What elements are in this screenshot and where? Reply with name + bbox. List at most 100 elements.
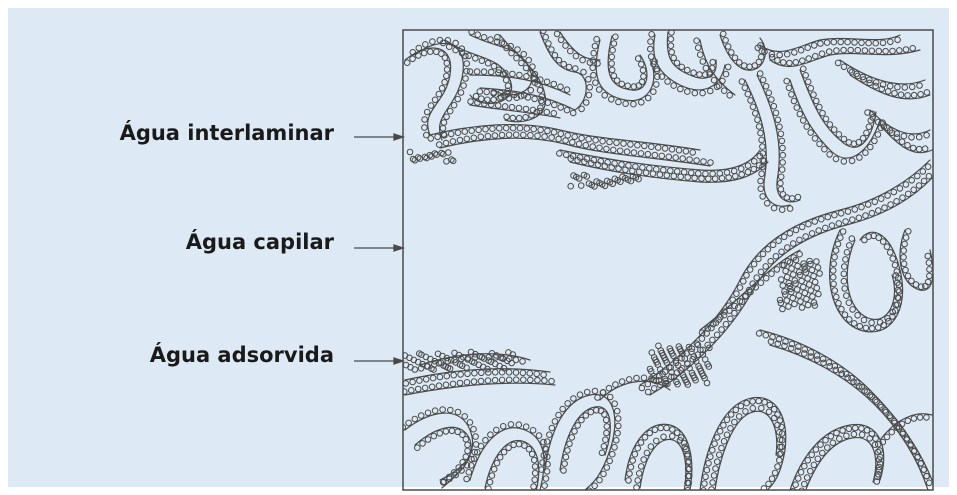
- water-molecule: [479, 58, 485, 64]
- water-molecule: [467, 69, 473, 75]
- water-molecule: [869, 320, 875, 326]
- water-molecule: [808, 354, 814, 360]
- clay-sheet: [770, 345, 928, 490]
- water-molecule: [795, 476, 801, 482]
- water-molecule: [874, 399, 880, 405]
- water-molecule: [636, 169, 642, 175]
- water-molecule: [716, 83, 722, 89]
- water-molecule: [793, 60, 799, 66]
- water-molecule: [457, 380, 463, 386]
- water-molecule: [436, 142, 442, 148]
- water-molecule: [745, 91, 751, 97]
- water-molecule: [802, 290, 808, 296]
- water-molecule: [575, 423, 581, 429]
- water-molecule: [729, 50, 735, 56]
- water-molecule: [558, 105, 564, 111]
- water-molecule: [926, 260, 932, 266]
- water-molecule: [903, 235, 909, 241]
- water-molecule: [642, 143, 648, 149]
- water-molecule: [800, 58, 806, 64]
- water-molecule: [699, 336, 705, 342]
- water-molecule: [450, 139, 456, 145]
- water-molecule: [812, 279, 818, 285]
- water-molecule: [573, 53, 579, 59]
- water-molecule: [597, 145, 603, 151]
- water-molecule: [558, 37, 564, 43]
- water-molecule: [422, 125, 428, 131]
- water-molecule: [577, 392, 583, 398]
- water-molecule: [561, 61, 567, 67]
- water-molecule: [551, 111, 557, 117]
- water-molecule: [651, 386, 657, 392]
- water-molecule: [586, 92, 592, 98]
- water-molecule: [835, 60, 841, 66]
- water-molecule: [586, 136, 592, 142]
- water-molecule: [798, 299, 804, 305]
- water-molecule: [797, 111, 803, 117]
- water-molecule: [834, 430, 840, 436]
- water-molecule: [503, 125, 509, 131]
- water-molecule: [820, 110, 826, 116]
- water-molecule: [632, 451, 638, 457]
- water-molecule: [714, 332, 720, 338]
- water-molecule: [894, 269, 900, 275]
- water-molecule: [708, 160, 714, 166]
- water-molecule: [666, 154, 672, 160]
- water-molecule: [756, 124, 762, 130]
- water-molecule: [536, 433, 542, 439]
- water-molecule: [451, 372, 457, 378]
- water-molecule: [506, 377, 512, 383]
- water-molecule: [630, 168, 636, 174]
- water-molecule: [478, 134, 484, 140]
- water-molecule: [784, 274, 790, 280]
- water-molecule: [647, 430, 653, 436]
- water-molecule: [678, 174, 684, 180]
- water-molecule: [521, 377, 527, 383]
- water-molecule: [440, 126, 446, 132]
- water-molecule: [578, 183, 584, 189]
- water-molecule: [619, 81, 625, 87]
- water-molecule: [780, 283, 786, 289]
- water-molecule: [911, 187, 917, 193]
- water-molecule: [862, 237, 868, 243]
- water-molecule: [478, 443, 484, 449]
- water-molecule: [856, 215, 862, 221]
- clay-sheet: [790, 80, 880, 158]
- water-molecule: [616, 166, 622, 172]
- water-molecule: [845, 209, 851, 215]
- water-molecule: [918, 92, 924, 98]
- water-molecule: [719, 327, 725, 333]
- water-molecule: [685, 67, 691, 73]
- water-molecule: [916, 183, 922, 189]
- water-molecule: [799, 278, 805, 284]
- water-molecule: [601, 444, 607, 450]
- water-molecule: [716, 452, 722, 458]
- water-molecule: [593, 80, 599, 86]
- water-molecule: [579, 135, 585, 141]
- water-molecule: [803, 73, 809, 79]
- water-molecule: [600, 390, 606, 396]
- water-molecule: [424, 109, 430, 115]
- water-molecule: [851, 321, 857, 327]
- water-molecule: [657, 172, 663, 178]
- water-molecule: [523, 106, 529, 112]
- water-molecule: [927, 273, 933, 279]
- water-molecule: [751, 261, 757, 267]
- water-molecule: [799, 224, 805, 230]
- water-molecule: [420, 441, 426, 447]
- water-molecule: [668, 43, 674, 49]
- water-molecule: [769, 476, 775, 482]
- water-molecule: [706, 461, 712, 467]
- water-molecule: [687, 157, 693, 163]
- water-molecule: [471, 426, 477, 432]
- water-molecule: [902, 241, 908, 247]
- water-molecule: [863, 325, 869, 331]
- water-molecule: [843, 219, 849, 225]
- water-molecule: [503, 77, 509, 83]
- water-molecule: [880, 40, 886, 46]
- water-molecule: [609, 97, 615, 103]
- water-molecule: [475, 32, 481, 38]
- clay-sheet: [570, 162, 768, 182]
- water-molecule: [838, 211, 844, 217]
- water-molecule: [830, 274, 836, 280]
